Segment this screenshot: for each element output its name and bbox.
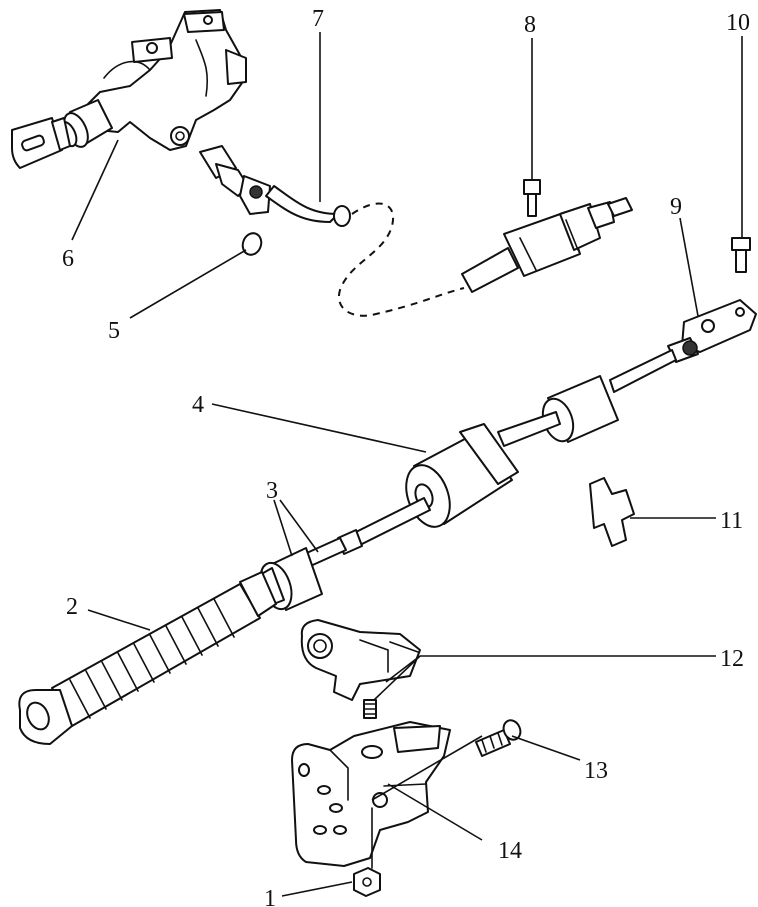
leader-5	[129, 249, 247, 319]
callout-4: 4	[192, 392, 204, 418]
callout-10: 10	[726, 10, 750, 36]
part-9-cable-end-fork	[667, 299, 757, 363]
part-13-bolt	[475, 719, 522, 757]
part-11-clip	[589, 477, 635, 547]
leader-2	[87, 609, 151, 631]
part-14-mounting-bracket	[291, 721, 451, 869]
part-8-sensor-with-screw	[461, 179, 633, 293]
callout-6: 6	[62, 246, 74, 272]
leader-3a	[273, 499, 293, 557]
part-6-lock-housing	[11, 9, 247, 169]
leader-14a	[387, 783, 483, 841]
part-5-o-ring	[241, 232, 263, 256]
part-7-cable-connector	[199, 145, 465, 317]
leader-6	[71, 139, 119, 241]
leader-13	[511, 735, 581, 761]
part-10-screw	[731, 237, 751, 273]
callout-9: 9	[670, 194, 682, 220]
leader-1	[281, 881, 353, 897]
part-1-nut	[353, 867, 381, 897]
callout-7: 7	[312, 6, 324, 32]
part-2-bellows-end	[18, 571, 277, 745]
leader-9	[679, 217, 699, 317]
callout-1: 1	[264, 886, 276, 907]
leader-3b	[279, 499, 319, 553]
leader-12c	[385, 655, 421, 683]
part-4-clutch-cable	[337, 349, 677, 555]
callout-labels: 1 2 3 4 5 6 7 8 9 10 11 12 13 14	[62, 6, 750, 907]
callout-11: 11	[720, 508, 743, 534]
callout-3: 3	[266, 478, 278, 504]
callout-5: 5	[108, 318, 120, 344]
leader-12b	[373, 655, 421, 701]
callout-13: 13	[584, 758, 608, 784]
leader-4	[211, 403, 427, 453]
callout-8: 8	[524, 12, 536, 38]
callout-2: 2	[66, 594, 78, 620]
part-12-upper-bracket	[300, 619, 421, 719]
callout-14: 14	[498, 838, 522, 864]
leader-lines	[71, 32, 743, 897]
leader-14b	[371, 735, 483, 801]
callout-12: 12	[720, 646, 744, 672]
